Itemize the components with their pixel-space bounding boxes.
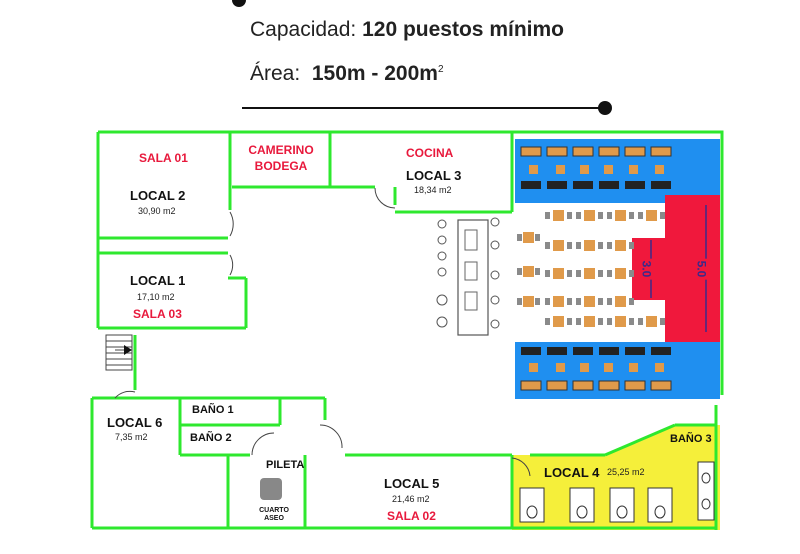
- label-local-3: LOCAL 3: [406, 168, 462, 183]
- stage-dim-inner: 3.0: [639, 258, 654, 280]
- tables-grid: [523, 210, 657, 327]
- label-camerino-bodega: CAMERINO BODEGA: [248, 143, 314, 173]
- header-top-dot: [232, 0, 246, 7]
- label-cocina: COCINA: [406, 146, 454, 160]
- label-local-2: LOCAL 2: [130, 188, 186, 203]
- label-local-2-area: 30,90 m2: [138, 206, 176, 216]
- capacity-value: 120 puestos mínimo: [362, 18, 564, 41]
- label-bano-3: BAÑO 3: [670, 433, 712, 445]
- pileta-sink: [260, 478, 282, 500]
- label-local-4-area: 25,25 m2: [607, 467, 645, 477]
- label-local-4: LOCAL 4: [544, 465, 600, 480]
- header-bottom-dot: [598, 101, 612, 115]
- label-bano-1: BAÑO 1: [192, 404, 234, 416]
- label-bano-2: BAÑO 2: [190, 432, 232, 444]
- label-local-6: LOCAL 6: [107, 415, 163, 430]
- bar-counter: [436, 217, 500, 336]
- bench-row-top: [520, 146, 672, 189]
- chairs-grid: [517, 212, 665, 325]
- label-sala-03: SALA 03: [133, 307, 182, 321]
- capacity-line: Capacidad: 120 puestos mínimo: [250, 18, 564, 42]
- label-local-1: LOCAL 1: [130, 273, 186, 288]
- toilets: [519, 461, 715, 523]
- label-cuarto-aseo: CUARTO ASEO: [259, 507, 289, 522]
- area-line: Área: 150m - 200m2: [250, 62, 444, 86]
- label-sala-02: SALA 02: [387, 509, 436, 523]
- label-local-5-area: 21,46 m2: [392, 494, 430, 504]
- doors: [114, 187, 531, 477]
- label-local-1-area: 17,10 m2: [137, 292, 175, 302]
- area-label: Área:: [250, 62, 301, 85]
- label-local-3-area: 18,34 m2: [414, 185, 452, 195]
- header-bottom-line: [242, 107, 604, 109]
- stairs-arrow-icon: [124, 345, 132, 355]
- label-pileta: PILETA: [266, 459, 305, 471]
- label-local-5: LOCAL 5: [384, 476, 440, 491]
- label-local-6-area: 7,35 m2: [115, 432, 148, 442]
- capacity-label: Capacidad:: [250, 18, 357, 41]
- bench-row-bottom: [520, 347, 672, 391]
- stairs: [105, 334, 133, 371]
- label-sala-01: SALA 01: [139, 151, 188, 165]
- area-value: 150m - 200m: [311, 62, 438, 85]
- walls: [90, 130, 724, 530]
- stage-dim-outer: 5.0: [694, 258, 709, 280]
- stage: [632, 195, 720, 342]
- area-superscript: 2: [437, 64, 444, 75]
